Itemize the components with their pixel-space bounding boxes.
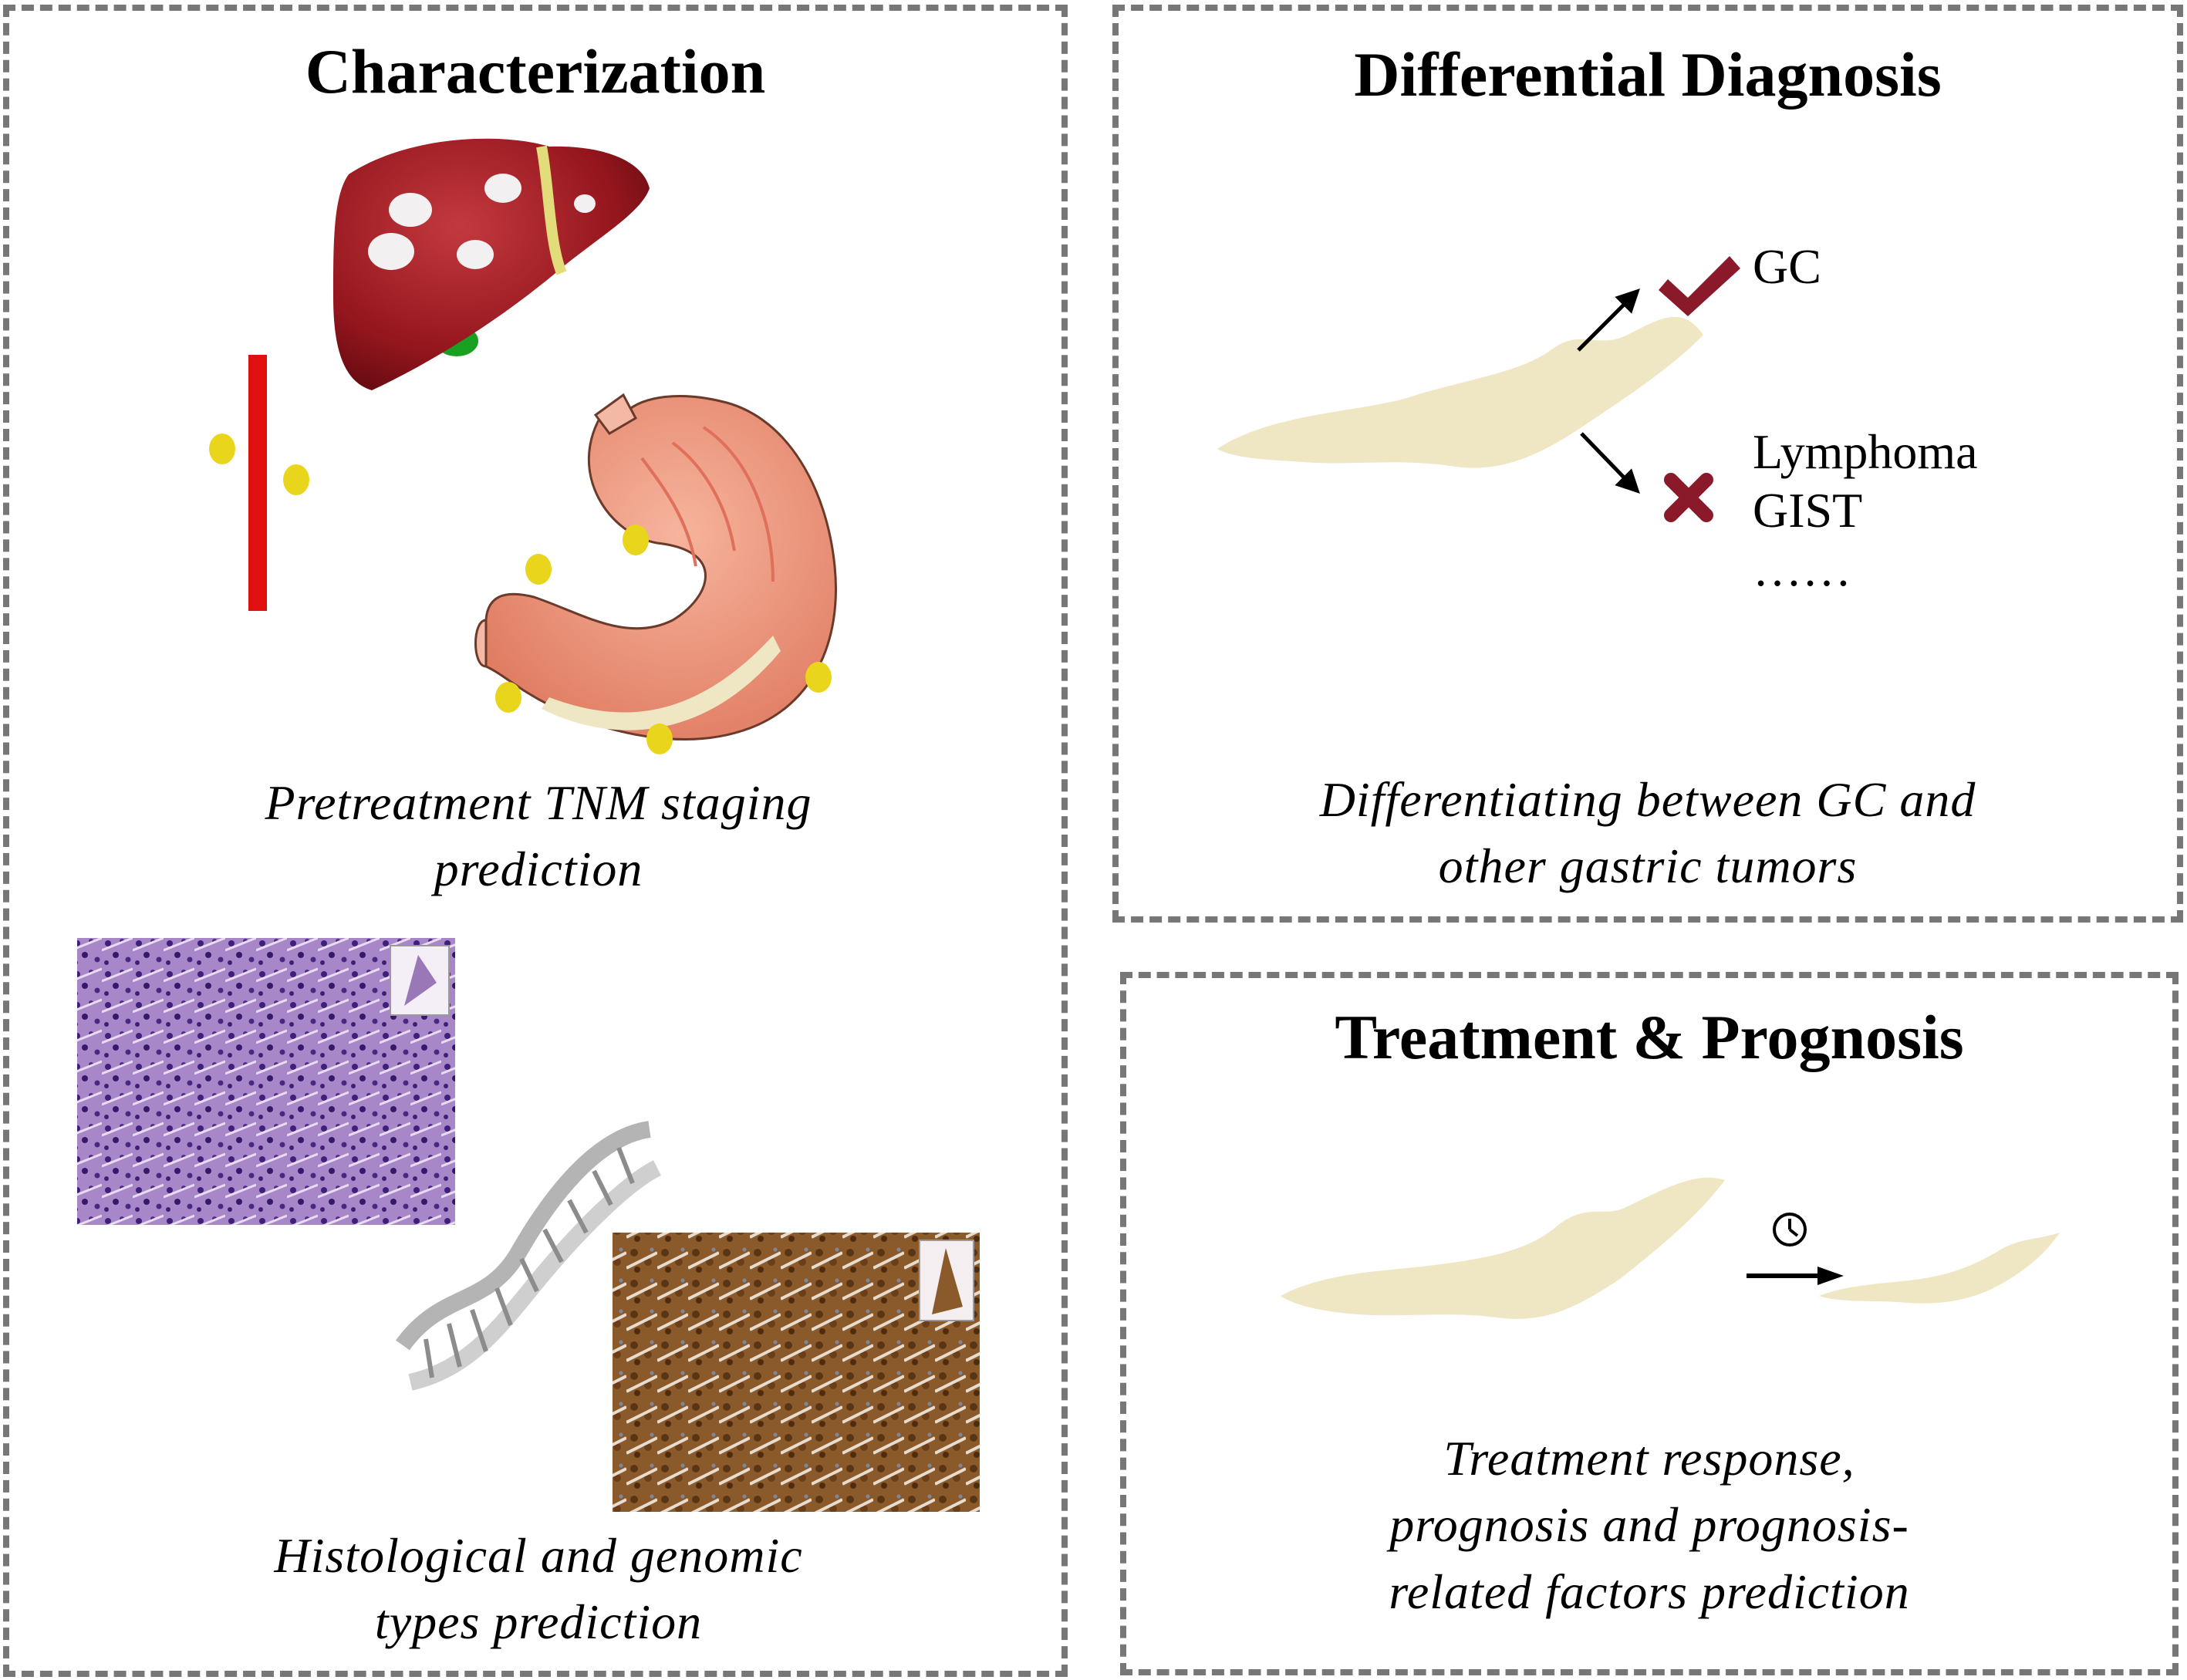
ellipsis-label: …… xyxy=(1753,541,1851,596)
lymph-node xyxy=(495,682,521,713)
cross-icon xyxy=(1664,473,1713,522)
differential-title: Differential Diagnosis xyxy=(1354,39,1942,110)
lymph-node xyxy=(283,464,309,495)
histo-caption: Histological and genomic types predictio… xyxy=(9,1523,1068,1656)
lymph-node xyxy=(209,433,235,464)
treatment-caption-line: Treatment response, xyxy=(1443,1431,1855,1486)
differential-caption: Differentiating between GC and other gas… xyxy=(1119,767,2177,900)
treatment-caption: Treatment response, prognosis and progno… xyxy=(1126,1425,2172,1625)
he-slide-image xyxy=(77,938,455,1225)
treatment-title: Treatment & Prognosis xyxy=(1335,1002,1964,1072)
stomach-icon xyxy=(474,393,837,740)
staging-caption-line: prediction xyxy=(434,842,643,897)
tumor-shape xyxy=(1217,316,1703,468)
lymph-node xyxy=(525,554,552,585)
arrow-icon xyxy=(1747,1267,1844,1285)
staging-caption: Pretreatment TNM staging prediction xyxy=(9,770,1068,903)
differential-caption-line: other gastric tumors xyxy=(1438,838,1858,894)
clock-icon xyxy=(1773,1213,1807,1247)
differential-illustrations xyxy=(1217,256,1740,522)
gc-label: GC xyxy=(1753,239,1821,294)
characterization-title: Characterization xyxy=(305,36,766,106)
treatment-prognosis-panel: Treatment & Prognosis Treatment response… xyxy=(1120,972,2179,1675)
histo-caption-line: Histological and genomic xyxy=(274,1528,803,1583)
lymph-node xyxy=(646,724,673,754)
liver-icon xyxy=(333,138,650,391)
treatment-caption-line: prognosis and prognosis- xyxy=(1389,1497,1909,1553)
characterization-illustrations xyxy=(77,138,980,1512)
lymphoma-label: Lymphoma xyxy=(1753,424,1978,479)
differential-diagnosis-panel: Differential Diagnosis GC Lymphoma GIST … xyxy=(1112,5,2183,923)
arrow-icon xyxy=(1577,288,1640,494)
dna-icon xyxy=(396,1121,662,1391)
gist-label: GIST xyxy=(1753,483,1863,538)
characterization-panel: Characterization xyxy=(3,5,1068,1677)
histo-caption-line: types prediction xyxy=(374,1594,703,1650)
ihc-slide-image xyxy=(613,1233,980,1512)
treatment-caption-line: related factors prediction xyxy=(1389,1564,1910,1619)
check-icon xyxy=(1659,256,1740,316)
tumor-depth-bar xyxy=(248,355,267,611)
lymph-node xyxy=(805,662,832,693)
treatment-illustrations xyxy=(1281,1177,2060,1319)
lymph-node xyxy=(623,525,649,555)
tumor-before-shape xyxy=(1281,1177,1725,1319)
staging-caption-line: Pretreatment TNM staging xyxy=(265,775,812,830)
differential-caption-line: Differentiating between GC and xyxy=(1319,772,1976,827)
tumor-after-shape xyxy=(1819,1233,2060,1304)
